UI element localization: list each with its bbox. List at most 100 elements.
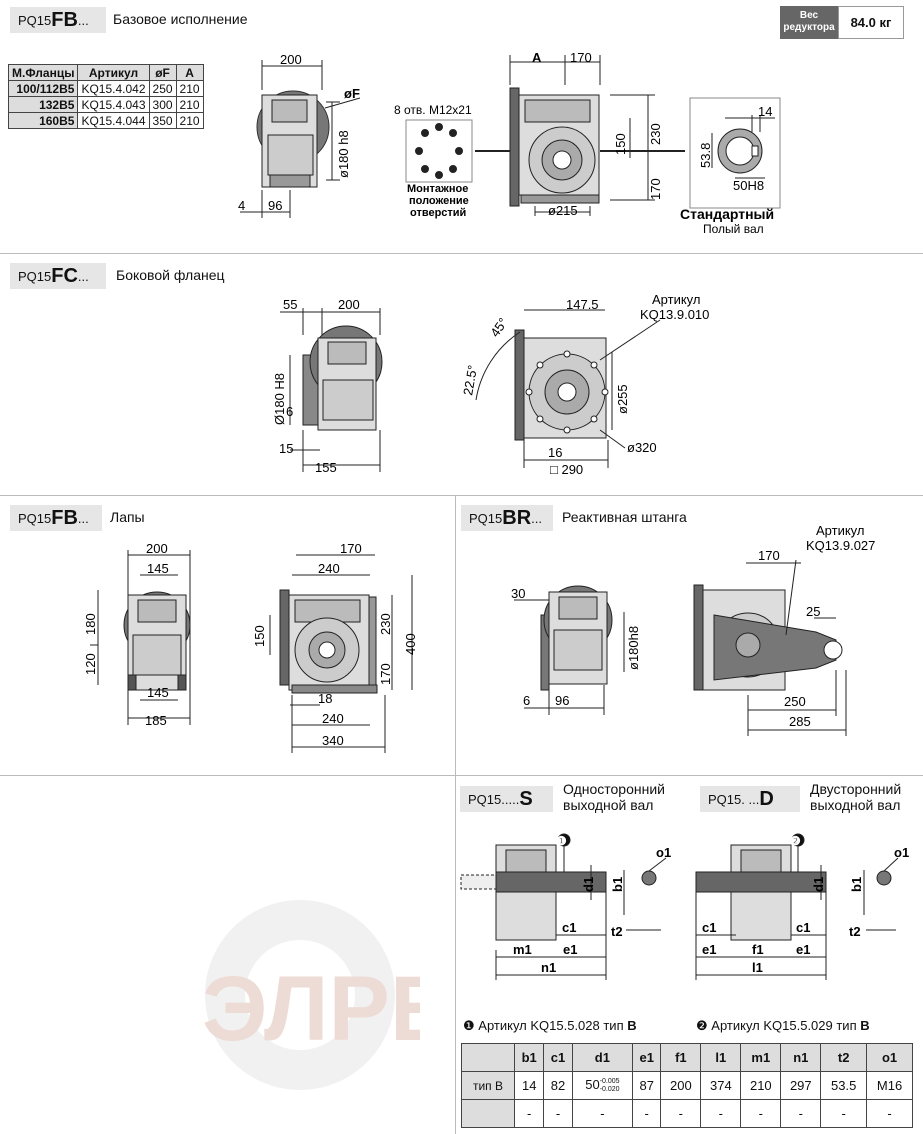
fb-side-view: [240, 60, 361, 218]
dim-240-top: 240: [318, 561, 340, 576]
dim-50h8: 50H8: [733, 178, 764, 193]
dim-250: 250: [784, 694, 806, 709]
dim-290: □ 290: [550, 462, 583, 477]
label-f1: f1: [752, 942, 764, 957]
br-front-view: [693, 559, 847, 736]
dim-180h8: ø180h8: [626, 626, 641, 670]
flange-header: Артикул: [77, 64, 150, 81]
holes-label: 8 отв. M12x21: [394, 103, 472, 117]
flange-header: øF: [148, 64, 177, 81]
label-b1: b1: [849, 877, 864, 892]
note-article-1: ❶ Артикул KQ15.5.028 тип B: [463, 1018, 637, 1033]
article-label-1: Артикул: [816, 523, 864, 538]
label-t2: t2: [849, 924, 861, 939]
dim-180: 180: [83, 613, 98, 635]
label-e1: e1: [702, 942, 716, 957]
dim-145-top: 145: [147, 561, 169, 576]
dim-200: 200: [338, 297, 360, 312]
fb-drawings: 200 øF ø180 h8 4 96 8 отв. M12x21 Монтаж…: [238, 50, 781, 236]
fb-front-view: [475, 55, 685, 216]
dim-flange-f: øF: [344, 86, 360, 101]
shaft-drawings: ❶ d1 c1 m1 e1 n1 b1 o1 t2 ❷ d1 c1 c1 e1 …: [460, 833, 909, 980]
angle-22-5: 22.5°: [460, 364, 480, 397]
dim-170: 170: [340, 541, 362, 556]
dim-230: 230: [378, 613, 393, 635]
dim-55: 55: [283, 297, 297, 312]
label-d1: d1: [811, 877, 826, 892]
watermark-text: ЭЛРЕ: [202, 958, 420, 1060]
label-e1: e1: [796, 942, 810, 957]
dim-150: 150: [252, 625, 267, 647]
dim-155: 155: [315, 460, 337, 475]
dim-180h8: Ø180 H8: [272, 373, 287, 425]
mount-label-1: Монтажное: [407, 183, 468, 195]
label-m1: m1: [513, 942, 532, 957]
angle-45: 45°: [487, 315, 511, 340]
divider: [455, 495, 456, 775]
article-label-2: KQ13.9.010: [640, 307, 709, 322]
label-d1: d1: [581, 877, 596, 892]
label-c1: c1: [702, 920, 716, 935]
fc-drawings: 55 200 Ø180 H8 6 15 155 147.5 Артикул KQ…: [272, 292, 709, 477]
s-model-tag: PQ15.....S: [460, 786, 553, 812]
feet-side-view: [90, 550, 191, 725]
label-n1: n1: [541, 960, 556, 975]
dim-14: 14: [758, 104, 772, 119]
standard-title: Стандартный: [680, 206, 774, 222]
label-b1: b1: [610, 877, 625, 892]
dim-53-8: 53.8: [698, 143, 713, 168]
label-t2: t2: [611, 924, 623, 939]
label-l1: l1: [752, 960, 763, 975]
hole-pattern: [405, 119, 473, 183]
dim-215: ø215: [548, 203, 578, 218]
dim-4: 4: [238, 198, 245, 213]
mount-label-3: отверстий: [410, 207, 466, 219]
br-side-view: [514, 585, 625, 715]
elre-watermark-logo: ЭЛРЕ: [202, 900, 420, 1090]
article-label-2: KQ13.9.027: [806, 538, 875, 553]
dim-170: 170: [758, 548, 780, 563]
dim-200: 200: [280, 52, 302, 67]
dim-170-side: 170: [648, 178, 663, 200]
dim-255: ø255: [615, 384, 630, 414]
dim-30: 30: [511, 586, 525, 601]
section-title-torque-arm: Реактивная штанга: [562, 509, 687, 525]
label-c1: c1: [796, 920, 810, 935]
label-e1: e1: [563, 942, 577, 957]
dim-400: 400: [403, 633, 418, 655]
section-title-base: Базовое исполнение: [113, 11, 248, 27]
fc-front-view: [475, 309, 661, 468]
dim-185: 185: [145, 713, 167, 728]
dim-240-bottom: 240: [322, 711, 344, 726]
note-article-2: ❷ Артикул KQ15.5.029 тип B: [696, 1018, 870, 1033]
d-model-tag: PQ15. ...D: [700, 786, 800, 812]
dim-285: 285: [789, 714, 811, 729]
dim-147-5: 147.5: [566, 297, 599, 312]
dim-16: 16: [548, 445, 562, 460]
feet-front-view: [269, 554, 413, 753]
dim-170-side: 170: [378, 663, 393, 685]
flange-header: М.Фланцы: [7, 64, 79, 81]
label-c1: c1: [562, 920, 576, 935]
br-drawings: 30 ø180h8 6 96 Артикул KQ13.9.027 170 25…: [511, 523, 875, 736]
dim-96: 96: [268, 198, 282, 213]
callout-1: ❶: [556, 834, 567, 848]
section-title-flange: Боковой фланец: [116, 267, 225, 283]
divider: [0, 495, 923, 496]
dim-a: A: [532, 50, 542, 65]
article-label-1: Артикул: [652, 292, 700, 307]
dim-320: ø320: [627, 440, 657, 455]
mount-label-2: положение: [409, 195, 469, 207]
standard-subtitle: Полый вал: [703, 222, 764, 236]
single-shaft-view: [460, 833, 667, 980]
